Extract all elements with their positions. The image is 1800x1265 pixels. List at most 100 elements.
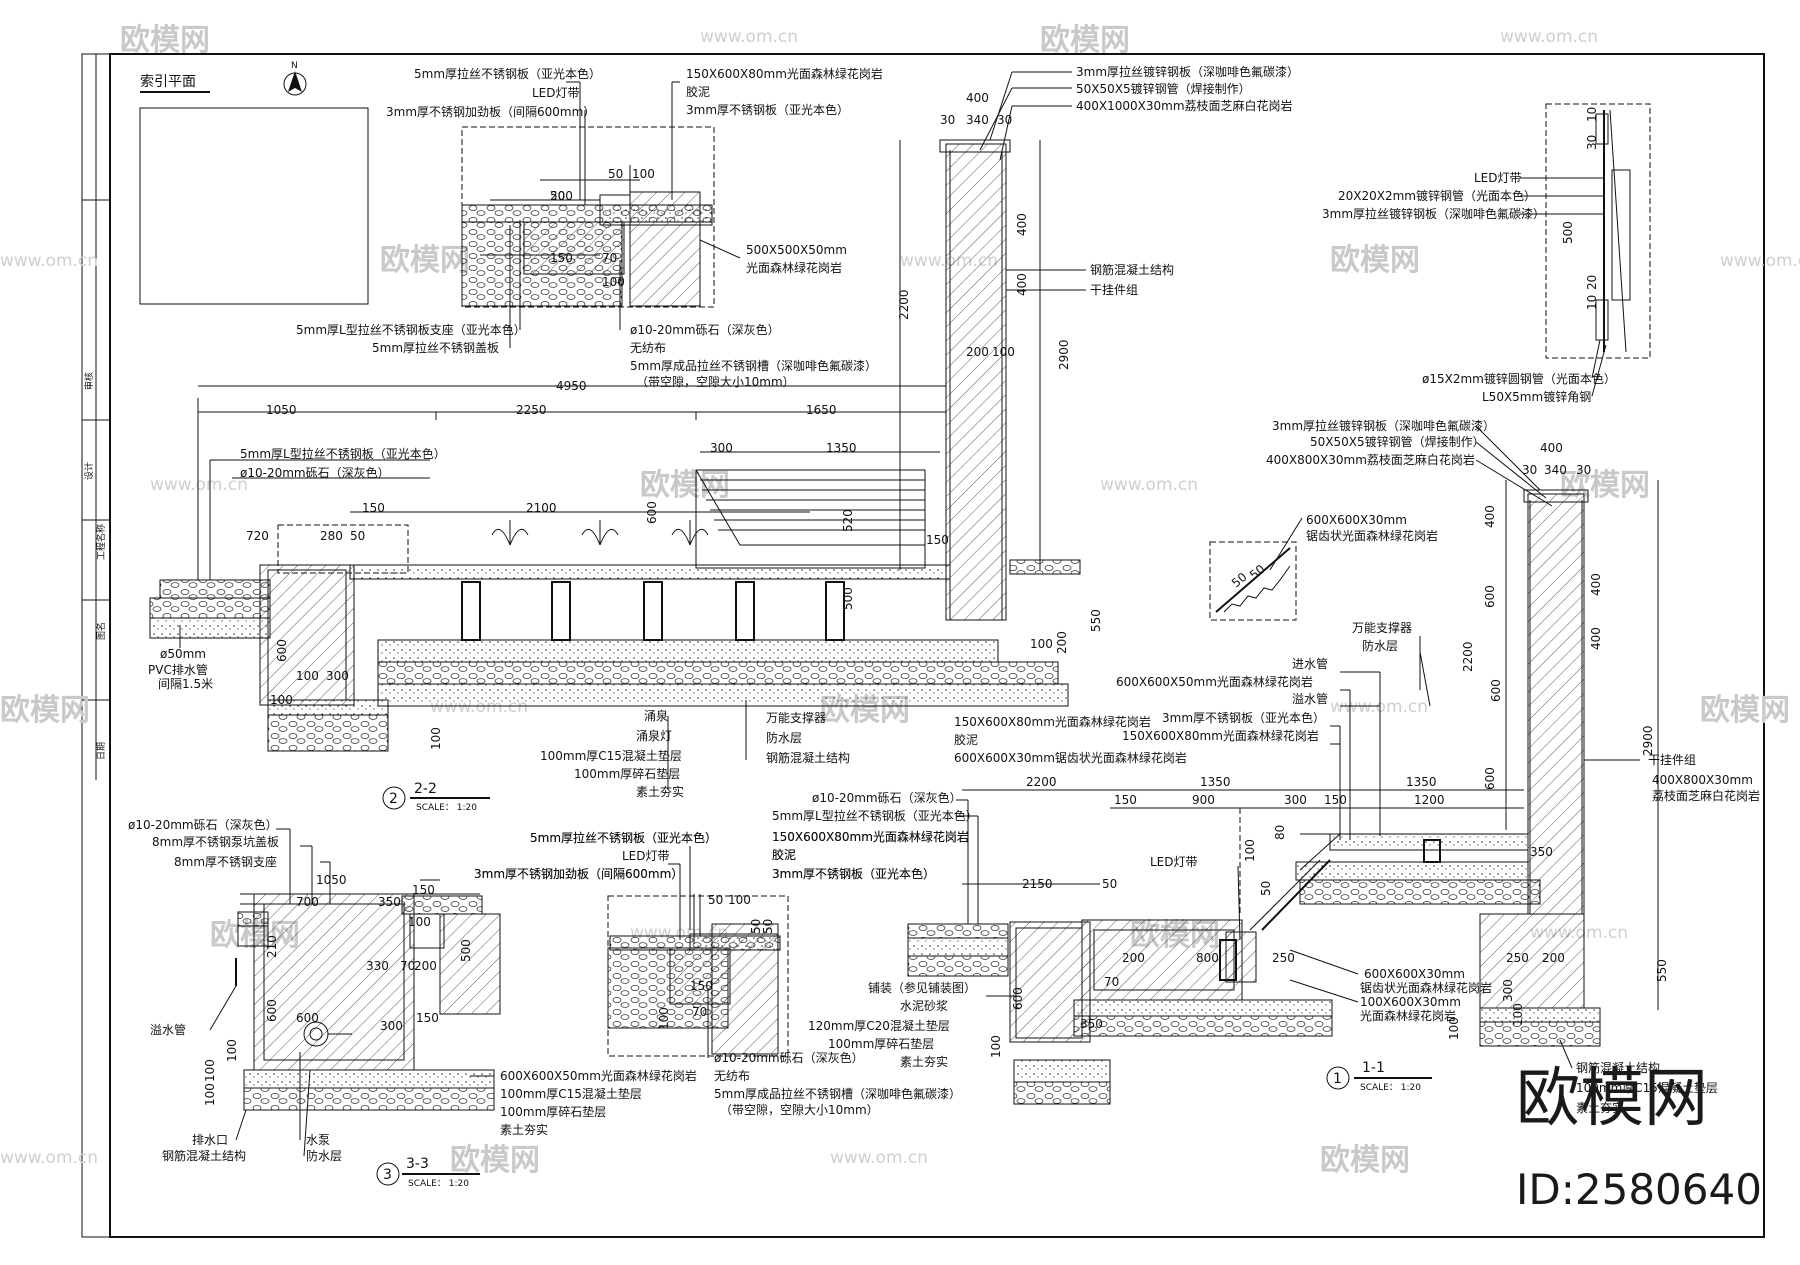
d2-bot-label-8: 150X600X80mm光面森林绿花岗岩: [954, 714, 1151, 729]
d2-dim-100c: 100: [270, 693, 293, 707]
d1-dim-200: 200: [1122, 951, 1145, 965]
d3-label-9: 钢筋混凝土结构: [162, 1148, 246, 1163]
d1-wall-label-1: 50X50X5镀锌钢管（焊接制作）: [1310, 434, 1485, 449]
led-dim-500: 500: [1561, 221, 1575, 244]
d4-label-5: 3mm厚不锈钢板（亚光本色）: [686, 103, 849, 117]
d2-dim-100b: 100: [296, 669, 319, 683]
d1-dim-300: 300: [1284, 793, 1307, 807]
d4b-dim-150: 150: [690, 979, 713, 993]
detail-led: LED灯带 20X20X2mm镀锌钢管（光面本色） 3mm厚拉丝镀锌钢板（深咖啡…: [1322, 103, 1651, 404]
d1-dim-150b: 150: [1324, 793, 1347, 807]
d4-label-6: 500X500X50mm: [746, 243, 847, 257]
d2-dim-340: 340: [966, 113, 989, 127]
d4b-dim-70: 70: [692, 1005, 707, 1019]
d3-label-7: 素土夯实: [500, 1122, 548, 1137]
watermark-brand: 欧模网: [1320, 1143, 1410, 1178]
d4-label-1: LED灯带: [532, 86, 580, 100]
saw-dim-50b: 50: [1247, 562, 1268, 583]
d4-dim-150: 70: [602, 251, 617, 265]
d2-dim-2900: 2900: [1057, 339, 1071, 370]
d1-num: 1: [1333, 1071, 1342, 1087]
title-block-d: 设计: [83, 462, 95, 480]
d4-dim-70: 100: [602, 275, 625, 289]
d1-dim-600c: 600: [1483, 767, 1497, 790]
d4-label-12: 5mm厚成品拉丝不锈钢槽（深咖啡色氟碳漆）: [630, 358, 877, 373]
d3-label-1: 8mm厚不锈钢泵坑盖板: [152, 834, 279, 849]
d1-dim-300: 300: [1501, 979, 1515, 1002]
d2-left-label-3: PVC排水管: [148, 662, 208, 677]
d2-dim-520: 520: [841, 509, 855, 532]
d1-dim-2200: 2200: [1026, 775, 1057, 789]
d3-dim-500: 500: [459, 939, 473, 962]
detail-2-2: 3mm厚拉丝镀锌钢板（深咖啡色氟碳漆） 50X50X5镀锌钢管（焊接制作） 40…: [148, 64, 1299, 813]
north-label: N: [291, 61, 298, 71]
d2-bot-label-1: 涌泉灯: [636, 729, 672, 743]
d2-dim-100: 100: [1030, 637, 1053, 651]
detail-1-title: 1 1-1 SCALE： 1:20: [1326, 1060, 1432, 1093]
d1-bot-label-9: 钢筋混凝土结构: [1576, 1060, 1660, 1075]
d4b-dim-50: 50: [708, 893, 723, 907]
d1-dim-800: 800: [1196, 951, 1219, 965]
d2-dim-150b: 150: [926, 533, 949, 547]
d4-label-10: ø10-20mm砾石（深灰色）: [630, 323, 780, 337]
d1-dim-1200: 1200: [1414, 793, 1445, 807]
d1-dim-1350: 1350: [1200, 775, 1231, 789]
d3-dim-100: 100: [408, 915, 431, 929]
d1-left-label-6: 3mm厚不锈钢加劲板（间隔600mm）: [474, 867, 683, 881]
d1-dim-30b: 30: [1576, 463, 1591, 477]
d2-dim-2250: 2250: [516, 403, 547, 417]
d2-dim-300: 300: [710, 441, 733, 455]
index-plan-box: [139, 107, 369, 305]
d1-wall-label-0: 3mm厚拉丝镀锌钢板（深咖啡色氟碳漆）: [1272, 418, 1495, 433]
d2-bot-label-4: 素土夯实: [636, 784, 684, 799]
d2-dim-50: 50: [350, 529, 365, 543]
d2-dim-600: 600: [645, 501, 659, 524]
d2-dim-400b: 400: [1015, 273, 1029, 296]
d1-bot-label-7: 100X600X30mm: [1360, 995, 1461, 1009]
d2-bot-label-0: 涌泉: [644, 709, 668, 723]
d3-dim-600: 600: [265, 999, 279, 1022]
d1-mid-label-5: 3mm厚不锈钢板（亚光本色）: [1162, 711, 1325, 725]
d4-label-3: 150X600X80mm光面森林绿花岗岩: [686, 66, 883, 81]
title-block-a: 工程名称: [95, 524, 107, 560]
d2-left-label-0: 5mm厚L型拉丝不锈钢板（亚光本色）: [240, 446, 446, 461]
d2-dim-100: 100: [992, 345, 1015, 359]
fountain-jet-icon: [491, 520, 709, 546]
detail-3-3: ø10-20mm砾石（深灰色） 8mm厚不锈钢泵坑盖板 8mm厚不锈钢支座 溢水…: [128, 818, 697, 1189]
d2-dim-1650: 1650: [806, 403, 837, 417]
d1-dim-50: 50: [1102, 877, 1117, 891]
d3-label-3: 溢水管: [150, 1022, 186, 1037]
d1-dim-30: 30: [1522, 463, 1537, 477]
d2-bot-label-10: 600X600X30mm锯齿状光面森林绿花岗岩: [954, 750, 1187, 765]
d1-bot-label-8: 光面森林绿花岗岩: [1360, 1008, 1456, 1023]
led-dim-30: 30: [1585, 135, 1599, 150]
watermark-url: www.om.cn: [1330, 697, 1428, 717]
d1-left-label-2: LED灯带: [1150, 855, 1198, 869]
d1-left-label-0: ø10-20mm砾石（深灰色）: [812, 791, 962, 805]
d3-dim-70: 70: [400, 959, 415, 973]
brand-logo-name: 欧模网: [1516, 1062, 1708, 1136]
title-block-e: 审核: [83, 372, 95, 390]
d1-dim-70: 70: [1104, 975, 1119, 989]
d1-dim-80: 80: [1273, 825, 1287, 840]
d3-dim-150: 150: [412, 883, 435, 897]
d3-dim-100c: 100: [203, 1059, 217, 1082]
d2-wall-label-3: 钢筋混凝土结构: [1090, 262, 1174, 277]
granite-wall: [945, 143, 1007, 621]
d3-dim-350: 350: [378, 895, 401, 909]
led-label-3: ø15X2mm镀锌圆钢管（光面本色）: [1422, 371, 1616, 386]
d2-bot-label-3: 100mm厚碎石垫层: [574, 766, 680, 781]
led-label-1: 20X20X2mm镀锌钢管（光面本色）: [1338, 188, 1536, 203]
d1-bot-label-2: 120mm厚C20混凝土垫层: [808, 1018, 950, 1033]
d4b-label-0: 5mm厚拉丝不锈钢板（亚光本色）: [530, 830, 717, 845]
sheet-inner-frame: [109, 53, 1765, 1238]
d3-label-0: ø10-20mm砾石（深灰色）: [128, 818, 278, 832]
d1-mid-label-4: 溢水管: [1292, 691, 1328, 706]
d3-label-6: 100mm厚碎石垫层: [500, 1104, 606, 1119]
d3-dim-100d: 100: [203, 1083, 217, 1106]
d1-left-label-7: 3mm厚不锈钢板（亚光本色）: [772, 867, 935, 881]
d3-dim-1050: 1050: [316, 873, 347, 887]
title-block: 工程名称 图名 日期 设计 审核: [82, 54, 110, 780]
d4-dim-200: 150: [550, 251, 573, 265]
